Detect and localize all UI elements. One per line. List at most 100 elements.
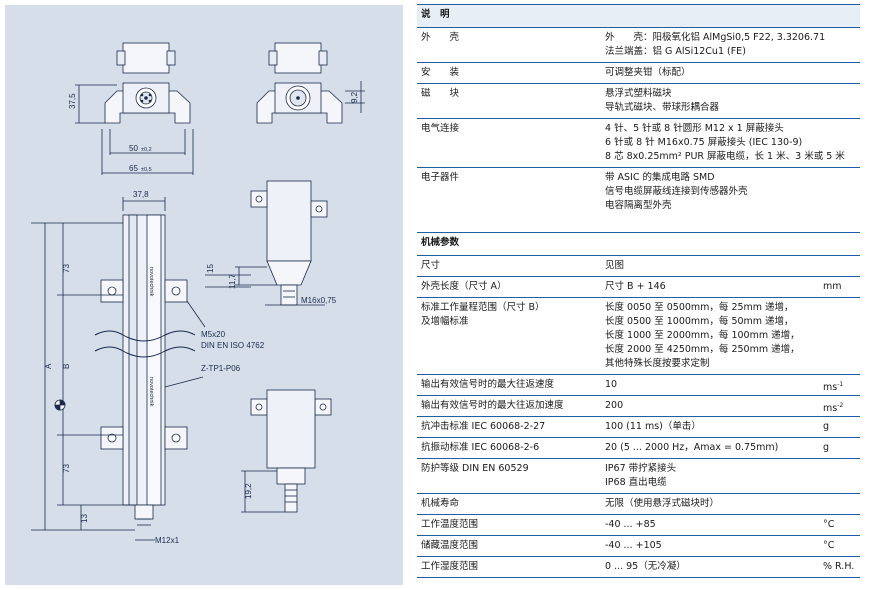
row-unit: mm (823, 281, 842, 292)
clamp-ref: Z-TP1-P06 (201, 364, 241, 373)
value-line: 外 壳：阳极氧化铝 AlMgSi0,5 F22, 3.3206.71 (605, 32, 826, 43)
value-line: 100 (11 ms)（单击） (605, 421, 701, 432)
value-line: 长度 0500 至 1000mm，每 50mm 递增， (605, 316, 794, 327)
value-line: -40 ... +85 (605, 519, 656, 530)
section-title-description: 说 明 (421, 9, 450, 20)
value-line: 导轨式磁块、带球形耦合器 (605, 102, 720, 113)
row-unit: °C (823, 519, 835, 530)
dim-m16: M16x0,75 (301, 296, 337, 305)
value-line: 20 (5 ... 2000 Hz，Amax = 0.75mm) (605, 442, 779, 453)
row-value: 200 (605, 399, 820, 413)
row-value: 100 (11 ms)（单击） (605, 420, 820, 434)
row-value: IP67 带拧紧接头 IP68 直出电缆 (605, 462, 820, 490)
drawing-svg: 37,5 50 ±0,2 65 ±0,5 9,2 37,8 15 11,7 M1… (31, 42, 365, 545)
value-line: 可调整夹钳（标配） (605, 67, 691, 78)
unit-exponent: -1 (837, 381, 844, 388)
value-line: 带 ASIC 的集成电路 SMD (605, 172, 715, 183)
row-label: 外壳长度（尺寸 A） (421, 281, 507, 292)
value-line: 长度 1000 至 2000mm，每 100mm 递增， (605, 330, 800, 341)
row-label: 防护等级 DIN EN 60529 (421, 463, 529, 474)
end-view-right (256, 42, 365, 124)
spec-row-mounting: 安 装 可调整夹钳（标配） (417, 63, 860, 84)
unit-text: ms (823, 382, 838, 393)
row-label: 机械寿命 (421, 498, 460, 509)
unit-text: ms (823, 403, 838, 414)
value-line: 无限（使用悬浮式磁块时） (605, 498, 720, 509)
row-label: 电子器件 (421, 172, 460, 183)
row-label: 储藏温度范围 (421, 540, 479, 551)
spec-row-electronics: 电子器件 带 ASIC 的集成电路 SMD 信号电缆屏蔽线连接到传感器外壳 电容… (417, 168, 860, 233)
spec-row-storage-temp: 储藏温度范围 -40 ... +105 °C (417, 536, 860, 557)
row-value: 尺寸 B + 146 (605, 280, 820, 294)
dim-73-bottom: 73 (62, 464, 71, 473)
dim-11-7: 11,7 (228, 273, 237, 289)
technical-drawing: 37,5 50 ±0,2 65 ±0,5 9,2 37,8 15 11,7 M1… (5, 5, 403, 585)
value-line: 长度 0050 至 0500mm，每 25mm 递增， (605, 302, 794, 313)
dim-37-8: 37,8 (133, 190, 149, 199)
row-label: 磁 块 (421, 88, 460, 99)
row-value: -40 ... +85 (605, 518, 820, 532)
row-value: 0 ... 95（无冷凝） (605, 560, 820, 574)
dim-73-top: 73 (62, 264, 71, 273)
row-label: 工作温度范围 (421, 519, 479, 530)
section-title-mechanical: 机械参数 (421, 237, 460, 248)
row-label: 输出有效信号时的最大往返加速度 (421, 400, 564, 411)
dim-65-tol: ±0,5 (141, 167, 152, 173)
row-value: 10 (605, 378, 820, 392)
spec-row-magnet: 磁 块 悬浮式塑料磁块 导轨式磁块、带球形耦合器 (417, 84, 860, 119)
unit-exponent: -2 (837, 402, 844, 409)
section-header-mechanical: 机械参数 (417, 233, 860, 256)
row-label: 安 装 (421, 67, 460, 78)
row-label: 标准工作量程范围（尺寸 B） 及增幅标准 (421, 301, 591, 329)
value-line: 其他特殊长度按要求定制 (605, 358, 710, 369)
brand-label-bottom: novotechnik (148, 377, 154, 407)
row-value: 见图 (605, 259, 820, 273)
label-line: 及增幅标准 (421, 316, 469, 327)
row-label: 尺寸 (421, 260, 441, 271)
value-line: 法兰端盖：铝 G AlSi12Cu1 (FE) (605, 46, 746, 57)
value-line: 8 芯 8x0.25mm² PUR 屏蔽电缆，长 1 米、3 米或 5 米 (605, 151, 845, 162)
value-line: 尺寸 B + 146 (605, 281, 666, 292)
value-line: 4 针、5 针或 8 针圆形 M12 x 1 屏蔽接头 (605, 123, 784, 134)
value-line: 电容隔离型外壳 (605, 200, 672, 211)
row-value: 外 壳：阳极氧化铝 AlMgSi0,5 F22, 3.3206.71 法兰端盖：… (605, 31, 826, 59)
row-value: 无限（使用悬浮式磁块时） (605, 497, 820, 511)
row-value: 可调整夹钳（标配） (605, 66, 820, 80)
value-line: 悬浮式塑料磁块 (605, 88, 672, 99)
sensor-housing-side (31, 197, 196, 541)
dim-37-5: 37,5 (68, 93, 77, 109)
brand-label-top: novotechnik (148, 267, 154, 297)
dim-a: A (44, 363, 53, 369)
end-view-left (75, 42, 194, 175)
spec-row-protection: 防护等级 DIN EN 60529 IP67 带拧紧接头 IP68 直出电缆 (417, 459, 860, 494)
dim-19-2: 19,2 (244, 483, 253, 499)
row-value: 20 (5 ... 2000 Hz，Amax = 0.75mm) (605, 441, 820, 455)
row-value: -40 ... +105 (605, 539, 820, 553)
value-line: 200 (605, 400, 624, 411)
row-label: 抗振动标准 IEC 60068-2-6 (421, 442, 540, 453)
spec-row-working-range: 标准工作量程范围（尺寸 B） 及增幅标准 长度 0050 至 0500mm，每 … (417, 298, 860, 375)
dim-15: 15 (206, 264, 215, 273)
row-unit: g (823, 442, 830, 453)
row-label: 电气连接 (421, 123, 460, 134)
spec-row-dimensions: 尺寸 见图 (417, 256, 860, 277)
spec-row-max-speed: 输出有效信号时的最大往返速度 10 ms-1 (417, 375, 860, 396)
value-line: 0 ... 95（无冷凝） (605, 561, 686, 572)
row-value: 悬浮式塑料磁块 导轨式磁块、带球形耦合器 (605, 87, 820, 115)
side-view-top-right (205, 180, 328, 306)
dim-50: 50 (129, 144, 138, 153)
spec-row-housing-length: 外壳长度（尺寸 A） 尺寸 B + 146 mm (417, 277, 860, 298)
dim-m12: M12x1 (155, 536, 180, 545)
row-unit: ms-1 (823, 378, 863, 395)
value-line: IP67 带拧紧接头 (605, 463, 677, 474)
dim-13: 13 (80, 514, 89, 523)
spec-row-electrical: 电气连接 4 针、5 针或 8 针圆形 M12 x 1 屏蔽接头 6 针或 8 … (417, 119, 860, 168)
row-unit: % R.H. (823, 561, 855, 572)
row-label: 抗冲击标准 IEC 60068-2-27 (421, 421, 546, 432)
row-unit: ms-2 (823, 399, 863, 416)
dim-50-tol: ±0,2 (141, 147, 152, 153)
value-line: 长度 2000 至 4250mm，每 250mm 递增， (605, 344, 800, 355)
value-line: 6 针或 8 针 M16x0.75 屏蔽接头 (IEC 130-9) (605, 137, 803, 148)
spec-row-housing: 外 壳 外 壳：阳极氧化铝 AlMgSi0,5 F22, 3.3206.71 法… (417, 28, 860, 63)
spec-row-mech-life: 机械寿命 无限（使用悬浮式磁块时） (417, 494, 860, 515)
